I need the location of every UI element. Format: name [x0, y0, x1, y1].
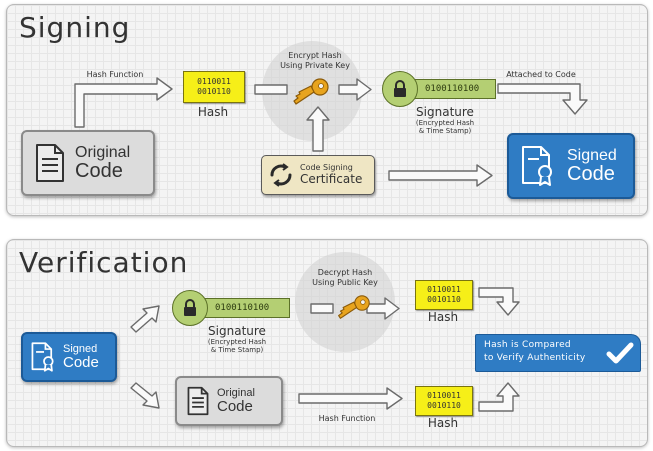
compare-line-2: to Verify Authenticity — [484, 353, 586, 363]
signature-to-key-arrow — [310, 303, 334, 314]
signing-original-code: Original Code — [21, 130, 155, 196]
verification-key-halo — [295, 252, 395, 352]
decrypt-hash-label: Decrypt Hash Using Public Key — [297, 268, 393, 288]
decrypt-label-line-2: Using Public Key — [312, 278, 378, 287]
verification-hash-bottom-caption: Hash — [427, 416, 459, 430]
hash-top-to-compare-arrow — [478, 287, 520, 316]
lock-icon — [184, 299, 196, 316]
verification-signed-text: Signed Code — [63, 343, 99, 371]
verification-arrows — [130, 287, 520, 412]
hash-compare-box: Hash is Compared to Verify Authenticity — [475, 334, 641, 372]
verification-hash-top: 0110011 0010110 — [415, 280, 473, 310]
verification-signed-line-2: Code — [63, 354, 99, 371]
attached-to-code-arrow — [497, 83, 588, 115]
hash-to-key-arrow — [254, 84, 288, 95]
verification-panel: Verification Signed Code 0100110100 — [6, 239, 648, 447]
signing-title: Signing — [19, 11, 131, 44]
key-to-signature-arrow — [338, 78, 372, 101]
hash-line-2: 0010110 — [197, 87, 231, 96]
certificate-to-key-arrow — [306, 106, 330, 152]
signed-line-2: Code — [567, 163, 615, 185]
signing-arrows — [74, 77, 588, 187]
certificate-line-2: Certificate — [300, 171, 363, 186]
key-to-hash-arrow — [366, 297, 400, 320]
verification-hash-bottom: 0110011 0010110 — [415, 386, 473, 416]
document-icon — [187, 386, 209, 416]
signed-code-text: Signed Code — [567, 147, 617, 185]
hash-top-line-2: 0010110 — [427, 295, 461, 304]
encrypt-label-line-2: Using Private Key — [280, 61, 350, 70]
code-signing-certificate: Code Signing Certificate — [261, 155, 375, 195]
verification-signature-caption: Signature (Encrypted Hash & Time Stamp) — [197, 324, 277, 354]
verification-signature-title: Signature — [208, 324, 266, 338]
encrypt-label-line-1: Encrypt Hash — [288, 51, 342, 60]
original-line-2: Code — [75, 160, 123, 182]
verification-original-code: Original Code — [175, 376, 283, 426]
signed-to-signature-arrow — [130, 305, 160, 333]
signing-hash-caption: Hash — [197, 105, 229, 119]
verification-signature-note-2: & Time Stamp) — [210, 346, 264, 354]
verification-signature-note-1: (Encrypted Hash — [207, 338, 267, 346]
original-to-hash-arrow — [298, 387, 403, 410]
signed-line-1: Signed — [567, 147, 617, 164]
verification-signature-lock — [172, 290, 208, 326]
signing-hash-box: 0110011 0010110 — [183, 71, 245, 103]
signing-signed-code: Signed Code — [507, 133, 635, 199]
signature-note-2: & Time Stamp) — [418, 127, 472, 135]
signing-signature-caption: Signature (Encrypted Hash & Time Stamp) — [405, 105, 485, 135]
signing-signature-lock — [382, 71, 418, 107]
hash-bottom-line-1: 0110011 — [427, 391, 461, 400]
hash-bottom-to-compare-arrow — [478, 382, 520, 412]
compare-line-1: Hash is Compared — [484, 340, 571, 350]
hash-top-line-1: 0110011 — [427, 285, 461, 294]
verification-hash-function-label: Hash Function — [318, 414, 376, 423]
verification-original-line-2: Code — [217, 398, 253, 415]
attached-to-code-label: Attached to Code — [506, 70, 576, 79]
checkmark-icon — [606, 342, 634, 364]
key-icon — [293, 78, 329, 105]
hash-bottom-line-2: 0010110 — [427, 401, 461, 410]
hash-function-label: Hash Function — [86, 70, 144, 79]
lock-icon — [394, 80, 406, 97]
encrypt-hash-label: Encrypt Hash Using Private Key — [265, 51, 365, 71]
verification-original-text: Original Code — [217, 387, 255, 415]
verification-hash-top-caption: Hash — [427, 310, 459, 324]
certificate-line-1: Code Signing — [300, 163, 353, 172]
verification-signed-code: Signed Code — [21, 332, 117, 382]
document-icon — [36, 144, 64, 182]
certificate-text: Code Signing Certificate — [300, 163, 363, 186]
certificate-seal-icon — [270, 163, 292, 187]
original-code-text: Original Code — [75, 144, 131, 182]
verification-original-line-1: Original — [217, 387, 255, 399]
signature-title: Signature — [416, 105, 474, 119]
certified-document-icon — [31, 342, 54, 372]
verification-signed-line-1: Signed — [63, 343, 98, 355]
hash-line-1: 0110011 — [197, 77, 231, 86]
certificate-to-signed-arrow — [388, 164, 493, 187]
signing-panel: Signing Hash Function 0110011 0010110 Ha… — [6, 4, 648, 216]
verification-title: Verification — [19, 246, 189, 279]
signed-to-original-arrow — [130, 382, 160, 409]
decrypt-label-line-1: Decrypt Hash — [317, 268, 373, 277]
certified-document-icon — [522, 146, 552, 186]
original-line-1: Original — [75, 144, 131, 161]
key-icon — [338, 295, 370, 319]
signature-note-1: (Encrypted Hash — [415, 119, 475, 127]
hash-function-arrow — [74, 77, 173, 128]
